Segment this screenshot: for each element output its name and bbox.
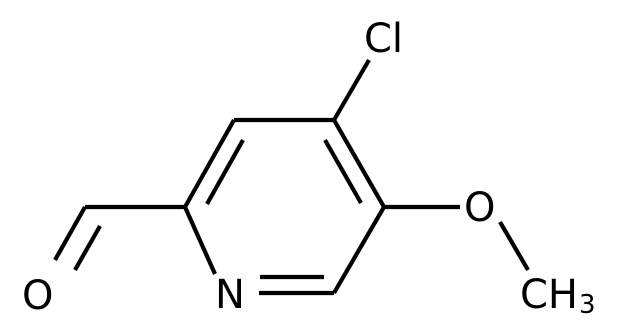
bond-cho-o: [53, 205, 87, 262]
ether-oxygen-label: O: [464, 185, 495, 231]
ring-nitrogen-label: N: [215, 272, 245, 318]
bond-cho-o-inner: [73, 224, 102, 272]
aldehyde-oxygen-label: O: [22, 273, 53, 319]
bond-c5-c6: [332, 205, 386, 295]
bond-n1-c2: [183, 206, 217, 275]
chlorine-label: Cl: [364, 16, 403, 62]
methyl-carbon-label: CH: [520, 272, 578, 318]
methyl-subscript-label: 3: [579, 290, 596, 320]
bond-o-ch3: [498, 220, 530, 272]
bond-c2-c3: [183, 118, 236, 209]
bond-c4-cl: [332, 58, 371, 122]
bond-c4-c5-inner: [323, 138, 363, 205]
bond-c2-c3-inner: [205, 138, 245, 206]
bond-c4-c5: [332, 118, 386, 209]
